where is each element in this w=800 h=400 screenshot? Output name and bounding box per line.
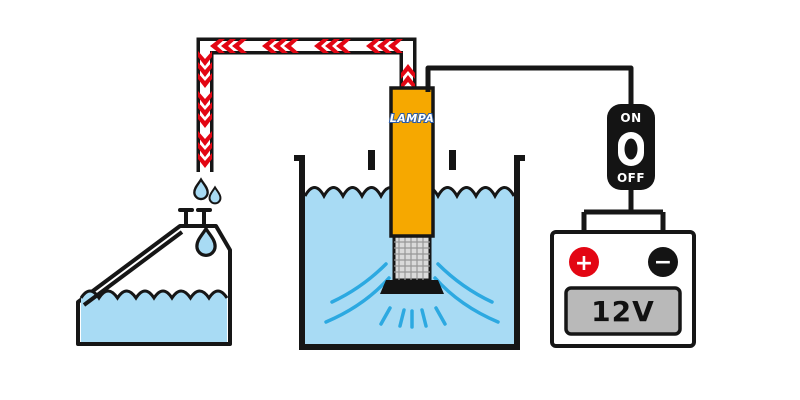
submersible-pump: LAMPA [380, 86, 444, 294]
pipe-inner [200, 41, 413, 174]
water-drop [208, 186, 222, 205]
battery-minus-terminal [648, 247, 678, 277]
switch-knob [624, 138, 638, 160]
tank-walls [294, 155, 525, 350]
switch-off-label: OFF [617, 171, 645, 185]
water-drop [193, 178, 209, 201]
pump-bracket-left [368, 150, 375, 170]
water-flow-lines [324, 262, 500, 329]
water-pipe [196, 37, 417, 174]
jerry-can-water [81, 291, 227, 342]
minus-icon: − [654, 250, 672, 275]
pump-bracket-right [449, 150, 456, 170]
jerry-can-handle-line [82, 230, 184, 307]
jerry-can [76, 208, 232, 346]
toggle-switch: ON OFF [607, 104, 655, 190]
wire-switch-to-battery [581, 190, 666, 232]
flow-arrows [198, 39, 415, 168]
wire-pump-to-switch [425, 65, 634, 106]
battery-plus-terminal [569, 247, 599, 277]
pump-body [389, 86, 435, 238]
jerry-can-spout [178, 208, 212, 228]
electric-circuit: ON OFF + − 12V [425, 65, 696, 348]
plus-icon: + [575, 251, 593, 276]
pump-base [380, 280, 444, 294]
pump-filter-grid [394, 236, 430, 280]
switch-on-label: ON [620, 111, 641, 125]
battery-voltage-label: 12V [591, 295, 655, 328]
pipe-outline [196, 37, 417, 172]
battery: + − 12V [550, 230, 696, 348]
battery-label-plate [564, 286, 682, 336]
pump-brand-label: LAMPA [390, 112, 435, 125]
